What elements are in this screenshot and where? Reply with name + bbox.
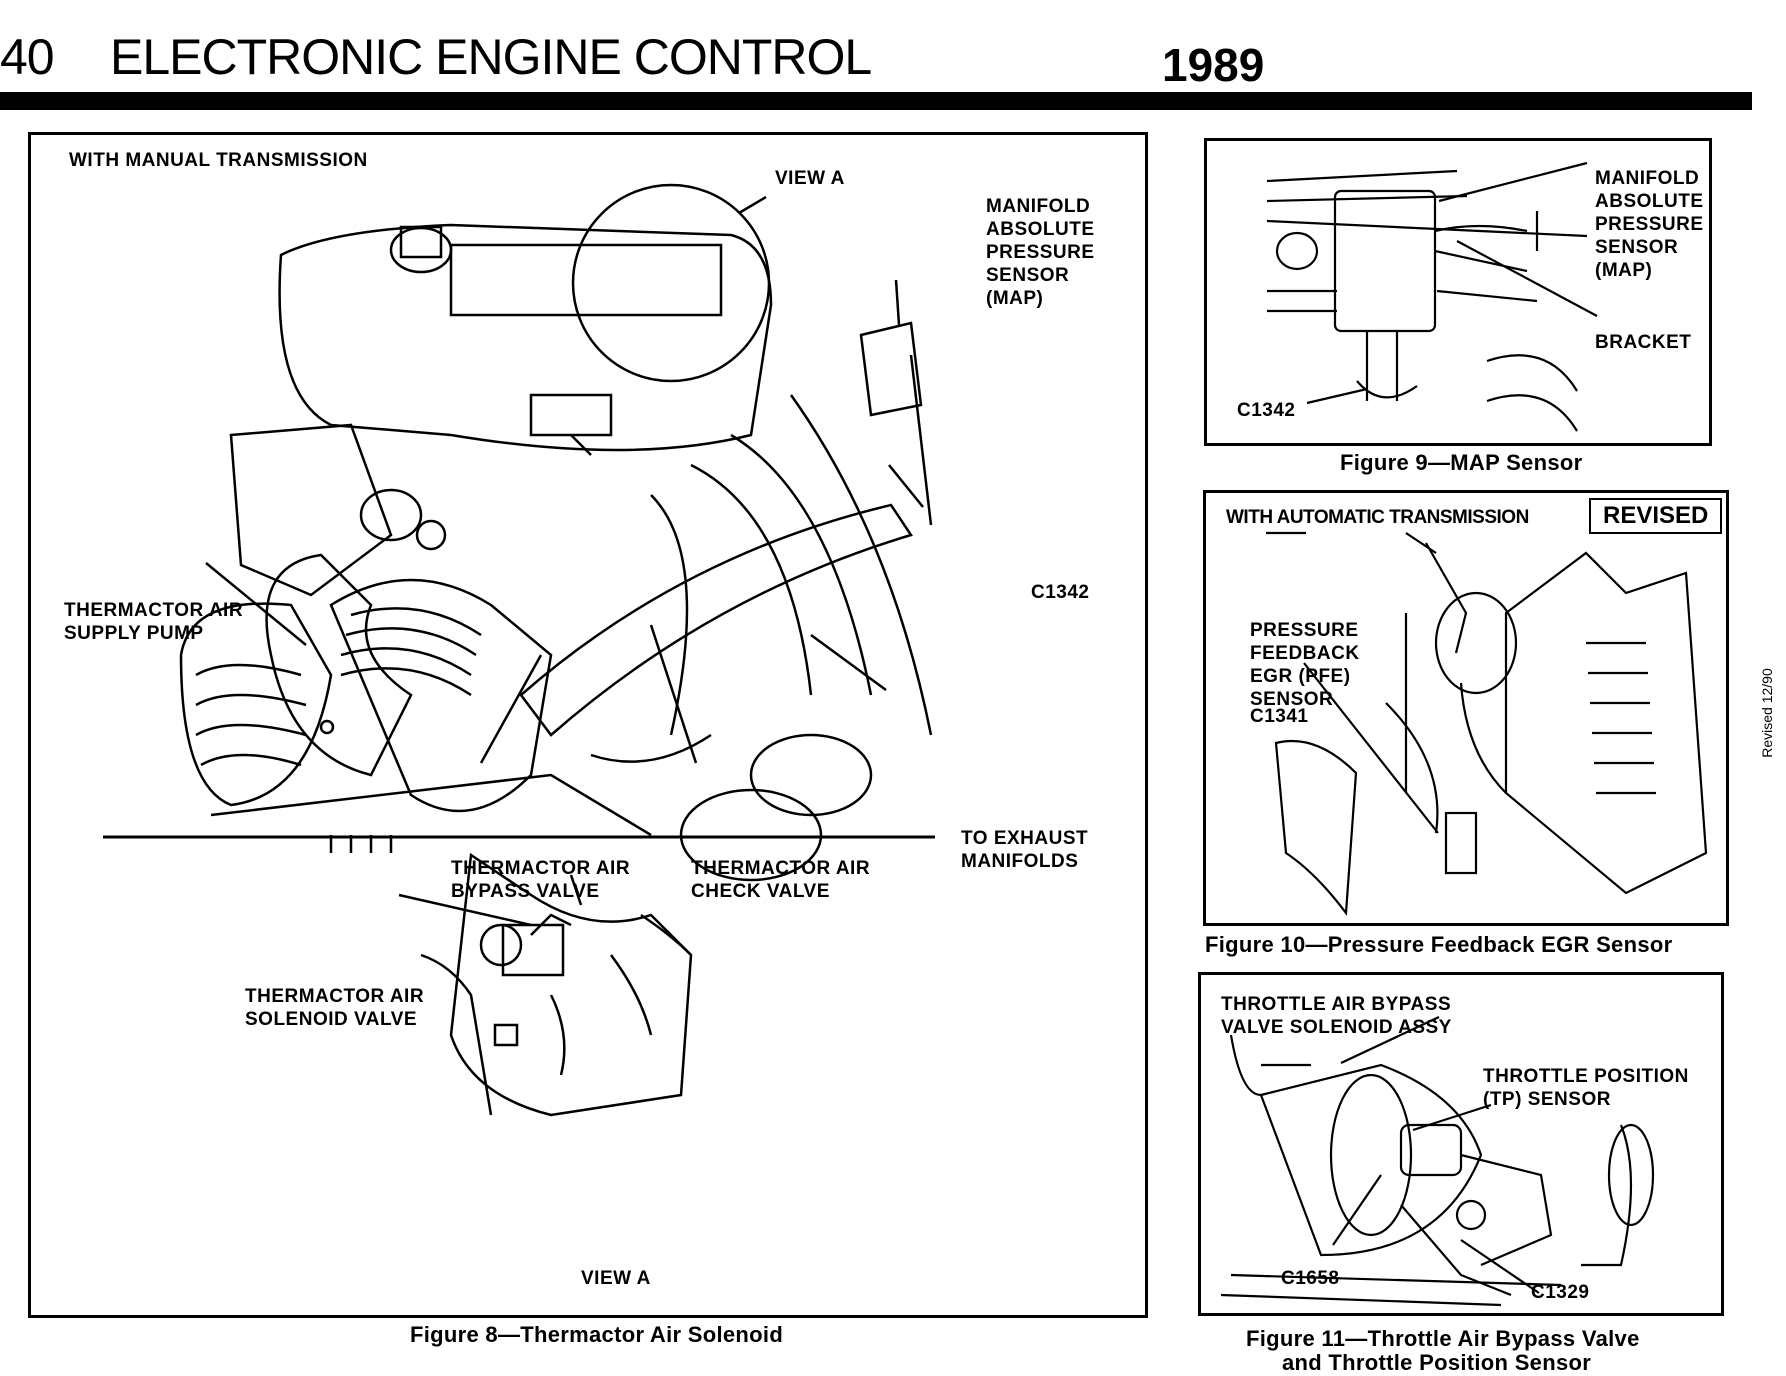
map-sensor-label: MANIFOLD ABSOLUTE PRESSURE SENSOR (MAP) <box>1595 168 1704 281</box>
figure-8-caption: Figure 8—Thermactor Air Solenoid <box>410 1322 784 1347</box>
solenoid-valve-label: THERMACTOR AIR SOLENOID VALVE <box>245 986 425 1030</box>
c1342-label: C1342 <box>1031 582 1090 603</box>
bypass-solenoid-label: THROTTLE AIR BYPASS VALVE SOLENOID ASSY <box>1221 994 1452 1038</box>
figure-10-panel: WITH AUTOMATIC TRANSMISSION REVISED PRES… <box>1203 490 1729 926</box>
pfe-sensor-label: PRESSURE FEEDBACK EGR (PFE) SENSOR <box>1250 620 1360 710</box>
figure-8-panel: WITH MANUAL TRANSMISSION VIEW A MANIFOLD… <box>28 132 1148 1318</box>
revision-note: Revised 12/90 <box>1758 665 1782 765</box>
c1342-label: C1342 <box>1237 400 1296 421</box>
figure-11-caption-line2: and Throttle Position Sensor <box>1282 1350 1592 1375</box>
view-a-caption: VIEW A <box>581 1268 651 1289</box>
map-sensor-illustration <box>1266 161 1598 432</box>
pfe-sensor-illustration <box>1266 531 1708 917</box>
revision-note-text: Revised 12/90 <box>1758 668 1775 758</box>
transmission-note: WITH AUTOMATIC TRANSMISSION <box>1226 507 1529 528</box>
bypass-valve-label: THERMACTOR AIR BYPASS VALVE <box>451 858 631 902</box>
map-sensor-label: MANIFOLD ABSOLUTE PRESSURE SENSOR (MAP) <box>986 196 1095 309</box>
tp-sensor-label: THROTTLE POSITION (TP) SENSOR <box>1483 1066 1689 1110</box>
view-a-label: VIEW A <box>775 168 845 189</box>
revised-badge: REVISED <box>1589 498 1723 534</box>
page-title: ELECTRONIC ENGINE CONTROL <box>110 29 872 85</box>
check-valve-label: THERMACTOR AIR CHECK VALVE <box>691 858 871 902</box>
figure-11-caption-line1: Figure 11—Throttle Air Bypass Valve <box>1246 1326 1640 1351</box>
figure-11-panel: THROTTLE AIR BYPASS VALVE SOLENOID ASSY … <box>1198 972 1724 1316</box>
c1341-label: C1341 <box>1250 706 1309 727</box>
page-year: 1989 <box>1162 39 1265 91</box>
figure-9-caption: Figure 9—MAP Sensor <box>1340 450 1583 475</box>
engine-illustration <box>103 183 935 1117</box>
bracket-label: BRACKET <box>1595 332 1692 353</box>
supply-pump-label: THERMACTOR AIR SUPPLY PUMP <box>64 600 244 644</box>
transmission-note: WITH MANUAL TRANSMISSION <box>69 150 368 171</box>
figure-10-caption: Figure 10—Pressure Feedback EGR Sensor <box>1205 932 1673 957</box>
throttle-illustration <box>1220 1016 1655 1307</box>
page-number: 40 <box>0 29 55 85</box>
c1658-label: C1658 <box>1281 1268 1340 1289</box>
header-rule <box>0 92 1752 110</box>
exhaust-label: TO EXHAUST MANIFOLDS <box>961 828 1089 872</box>
c1329-label: C1329 <box>1531 1282 1590 1303</box>
figure-9-panel: MANIFOLD ABSOLUTE PRESSURE SENSOR (MAP) … <box>1204 138 1712 446</box>
